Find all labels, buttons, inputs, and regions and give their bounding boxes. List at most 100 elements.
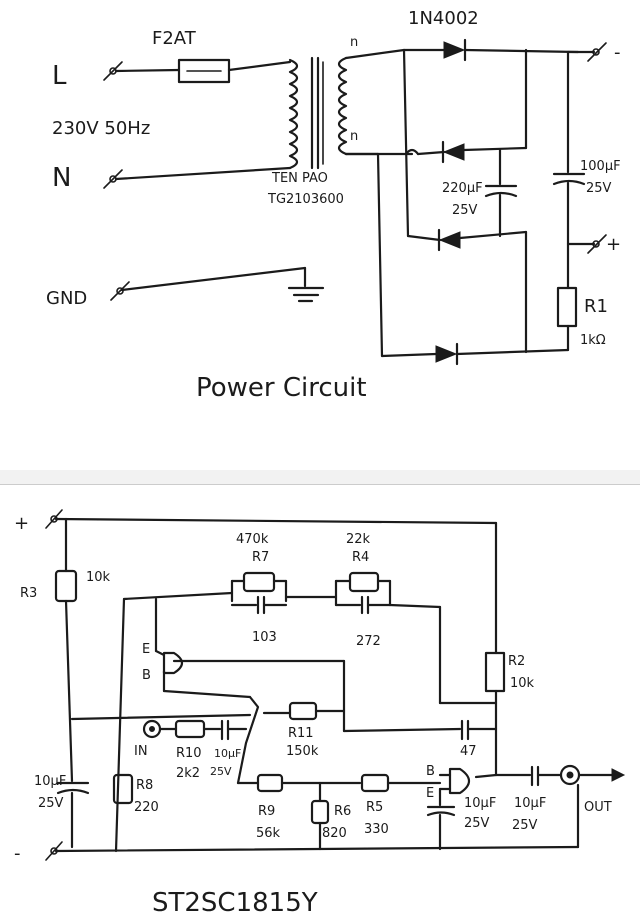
resistor-r9 — [256, 773, 284, 793]
r2-value: 10k — [510, 676, 535, 691]
resistor-r2 — [484, 651, 506, 693]
resistor-r8 — [112, 773, 134, 805]
ground-rail — [54, 845, 580, 853]
r10-value: 2k2 — [176, 766, 200, 781]
r1-value: 1kΩ — [580, 333, 606, 348]
resistor-r1 — [556, 286, 578, 328]
amplifier-title: ST2SC1815Y — [152, 888, 318, 918]
capacitor-input — [220, 719, 230, 741]
cap-right-value: 100µF — [580, 159, 621, 174]
feedback-wire — [122, 591, 234, 601]
diode-d2 — [441, 140, 465, 164]
fuse-to-transformer-wire — [227, 60, 292, 72]
cap-mid-value: 220µF — [442, 181, 483, 196]
output-jack[interactable] — [559, 764, 581, 786]
r6-value: 820 — [322, 826, 347, 841]
cap-in-voltage: 25V — [210, 765, 232, 778]
negative-output-label: - — [614, 42, 621, 63]
q2-base-label: B — [426, 764, 435, 779]
diode-type-label: 1N4002 — [408, 8, 479, 29]
q1-base-label: B — [142, 668, 151, 683]
ground-symbol — [287, 286, 325, 303]
r7-name: R7 — [252, 550, 269, 565]
transistor-q1 — [162, 651, 184, 675]
resistor-r10 — [174, 719, 206, 739]
bridge-outer-rail — [376, 152, 384, 358]
r9-value: 56k — [256, 826, 281, 841]
r4-name: R4 — [352, 550, 369, 565]
capacitor-supply — [56, 781, 90, 795]
capacitor-output — [530, 765, 540, 787]
resistor-r7 — [242, 571, 276, 593]
positive-output-terminal — [587, 234, 607, 254]
transformer-secondary-coil — [337, 56, 348, 156]
transformer-primary-coil — [288, 58, 299, 170]
r10-name: R10 — [176, 746, 202, 761]
transformer-model-line2: TG2103600 — [267, 192, 344, 207]
c7-value: 103 — [252, 630, 277, 645]
resistor-r3 — [54, 569, 78, 603]
resistor-r5 — [360, 773, 390, 793]
mains-spec-label: 230V 50Hz — [52, 118, 150, 139]
power-circuit-sheet: L 230V 50Hz N GND F2AT n n TEN PAO TG210… — [0, 8, 640, 471]
tap-top-label: n — [350, 35, 358, 50]
q1-emitter-label: E — [142, 642, 150, 657]
live-label: L — [52, 61, 67, 91]
live-wire — [114, 68, 181, 73]
input-jack[interactable] — [142, 719, 162, 739]
c4-value: 272 — [356, 634, 381, 649]
neutral-label: N — [52, 163, 71, 193]
r2-name: R2 — [508, 654, 525, 669]
cap-right-voltage: 25V — [586, 181, 612, 196]
supply-plus-label: + — [14, 513, 29, 534]
bias-bus — [70, 713, 252, 721]
positive-rail-bottom — [455, 348, 570, 356]
secondary-top-wire — [344, 48, 406, 60]
c47-value: 47 — [460, 744, 477, 759]
ground-terminal — [110, 281, 130, 301]
r5-value: 330 — [364, 822, 389, 837]
diode-d4 — [435, 342, 459, 366]
capacitor-47 — [460, 719, 470, 741]
supply-minus-label: - — [14, 843, 21, 864]
amplifier-sheet: + R3 10k 10µF 25V - 470k R7 103 22k R4 — [0, 484, 640, 924]
resistor-r11 — [288, 701, 318, 721]
bridge-left-rail — [402, 48, 410, 238]
r9-name: R9 — [258, 804, 275, 819]
power-circuit-schematic: L 230V 50Hz N GND F2AT n n TEN PAO TG210… — [46, 8, 621, 403]
cap-e-value: 10µF — [464, 796, 496, 811]
r7-value: 470k — [236, 532, 269, 547]
r11-value: 150k — [286, 744, 319, 759]
amplifier-schematic: + R3 10k 10µF 25V - 470k R7 103 22k R4 — [14, 509, 626, 918]
transistor-q2 — [448, 767, 471, 795]
cap-supply-value: 10µF — [34, 774, 66, 789]
q2-emitter-label: E — [426, 786, 434, 801]
negative-rail — [463, 48, 580, 54]
r8-name: R8 — [136, 778, 153, 793]
supply-rail — [54, 517, 498, 525]
power-circuit-title: Power Circuit — [196, 373, 367, 403]
fuse-label: F2AT — [152, 28, 197, 49]
diode-d1 — [443, 38, 467, 62]
capacitor-emitter — [426, 805, 456, 817]
cap-e-voltage: 25V — [464, 816, 490, 831]
positive-output-label: + — [606, 234, 621, 255]
r5-name: R5 — [366, 800, 383, 815]
diode-d3 — [437, 228, 461, 252]
ground-label: GND — [46, 288, 87, 309]
cap-supply-voltage: 25V — [38, 796, 64, 811]
cap-out-value: 10µF — [514, 796, 546, 811]
sheet-separator — [0, 470, 640, 484]
r11-name: R11 — [288, 726, 314, 741]
resistor-r4 — [348, 571, 380, 593]
cap-in-value: 10µF — [214, 747, 241, 760]
resistor-r6 — [310, 799, 330, 825]
r3-name: R3 — [20, 586, 37, 601]
ground-wire — [120, 266, 307, 292]
transformer-model-line1: TEN PAO — [271, 171, 328, 186]
cap-out-voltage: 25V — [512, 818, 538, 833]
r8-value: 220 — [134, 800, 159, 815]
r3-value: 10k — [86, 570, 111, 585]
neutral-wire — [114, 166, 292, 181]
negative-output-terminal — [587, 42, 607, 62]
